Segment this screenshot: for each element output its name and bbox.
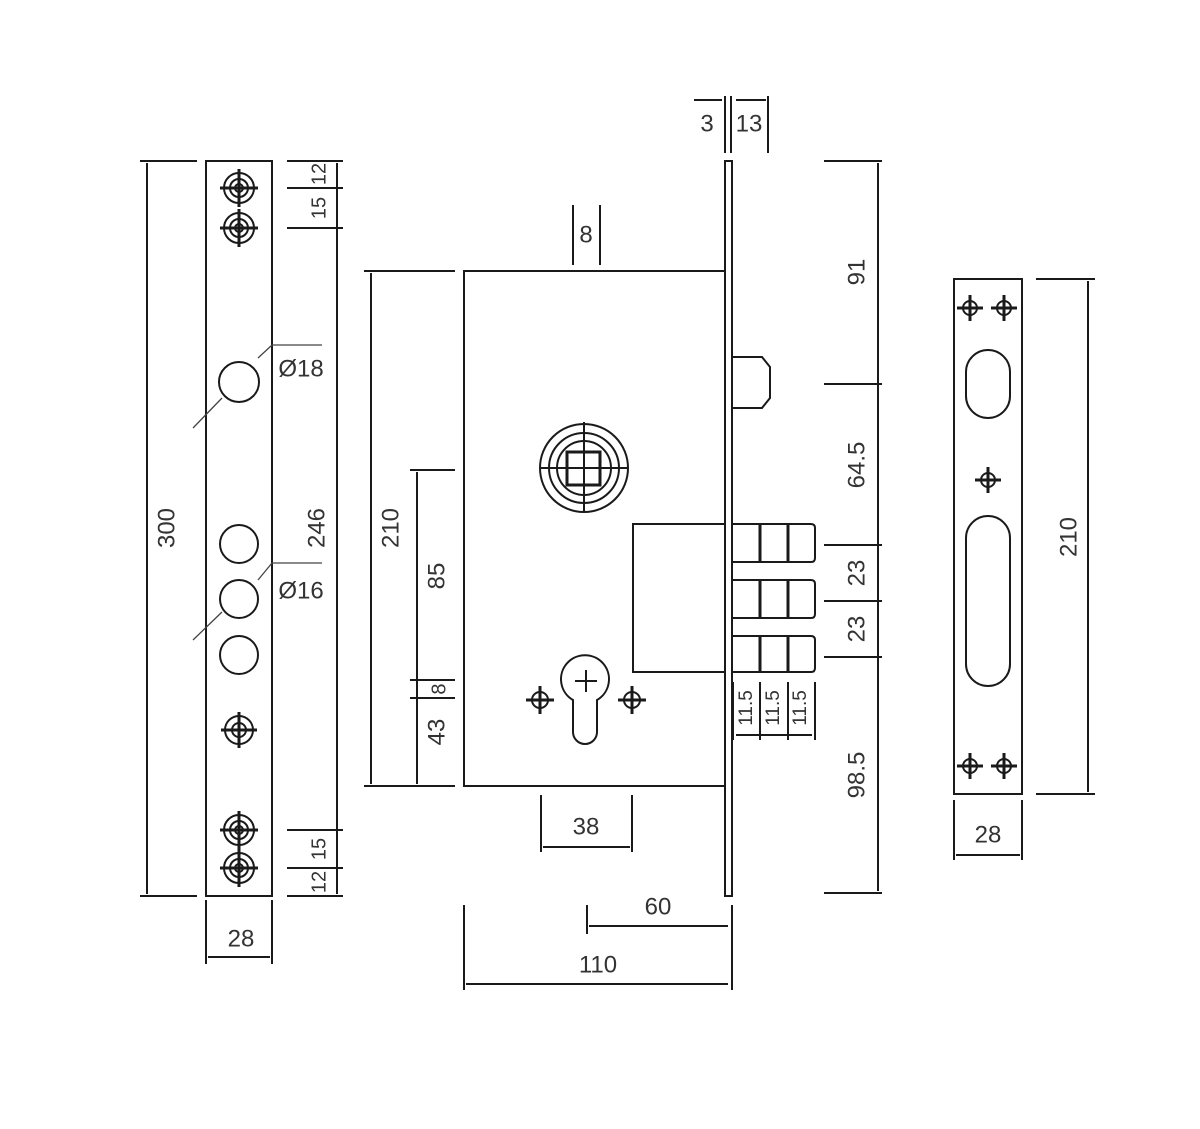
deadbolts bbox=[733, 523, 816, 673]
cylinder-center-mark bbox=[575, 670, 597, 692]
dim-latch-position: 91 bbox=[843, 259, 870, 286]
dim-bolts-to-bottom: 98.5 bbox=[843, 752, 870, 799]
dim-overall-height: 300 bbox=[153, 508, 180, 548]
left-mounting-strip: Ø18 Ø16 300 12 15 246 15 12 28 bbox=[140, 160, 343, 964]
screw-hole-icon bbox=[991, 295, 1017, 321]
spindle-hub bbox=[539, 422, 629, 513]
strip-outline bbox=[205, 160, 273, 897]
screw-hole-icon bbox=[975, 467, 1001, 493]
screw-hole-icon bbox=[526, 686, 554, 714]
dim-line-backset bbox=[463, 905, 733, 990]
dim-bolt-throw-3: 11.5 bbox=[790, 690, 811, 726]
screw-hole-icon bbox=[220, 849, 258, 887]
dim-body-width: 110 bbox=[579, 951, 617, 978]
screw-hole-icon bbox=[220, 209, 258, 247]
dim-bolt-spacing-1: 23 bbox=[843, 560, 870, 587]
screw-hole-icon bbox=[957, 753, 983, 779]
dim-backset: 60 bbox=[645, 893, 672, 920]
screw-hole-icon bbox=[221, 712, 257, 748]
screw-hole-icon bbox=[991, 753, 1017, 779]
dim-line-bolt-throw bbox=[732, 682, 816, 740]
deadbolt bbox=[733, 579, 816, 619]
hole-18mm bbox=[218, 361, 260, 403]
dim-latch-projection: 13 bbox=[736, 110, 763, 137]
dim-latch-to-bolts: 64.5 bbox=[843, 442, 870, 489]
latch-bolt bbox=[733, 356, 771, 409]
screw-hole-icon bbox=[220, 169, 258, 207]
dim-cylinder-offset: 8 bbox=[428, 683, 450, 694]
dim-bottom-spacing: 15 bbox=[308, 838, 330, 860]
faceplate bbox=[724, 160, 733, 897]
dim-faceplate-thickness: 3 bbox=[700, 110, 713, 137]
hole-16mm bbox=[219, 524, 259, 564]
dim-line-spindle bbox=[572, 205, 601, 265]
dim-bolt-throw-1: 11.5 bbox=[736, 690, 757, 726]
strike-outline bbox=[953, 278, 1023, 795]
dim-hole-16: Ø16 bbox=[278, 577, 323, 604]
dim-line-210 bbox=[364, 270, 455, 787]
dim-screw-spacing: 38 bbox=[573, 813, 600, 840]
cylinder-keyhole bbox=[560, 654, 610, 745]
dim-line-300 bbox=[140, 160, 197, 897]
dim-line-right bbox=[824, 160, 882, 894]
lock-case bbox=[463, 270, 726, 787]
dim-spindle-square: 8 bbox=[579, 221, 592, 248]
dim-bolt-throw-2: 11.5 bbox=[763, 690, 784, 726]
strike-plate: 210 28 bbox=[953, 278, 1095, 860]
deadbolt bbox=[733, 635, 816, 673]
dim-strike-height: 210 bbox=[1055, 517, 1082, 557]
hole-16mm bbox=[219, 635, 259, 675]
dim-strip-width: 28 bbox=[228, 925, 255, 952]
dim-line-strike-210 bbox=[1036, 278, 1095, 795]
dim-bottom-offset: 12 bbox=[308, 871, 330, 893]
bolt-slot bbox=[965, 515, 1011, 687]
leader-18 bbox=[192, 344, 322, 429]
screw-hole-icon bbox=[618, 686, 646, 714]
dim-spindle-to-cylinder: 85 bbox=[423, 563, 450, 590]
dim-line-faceplate bbox=[694, 96, 769, 153]
dim-line-strike-28 bbox=[953, 800, 1023, 860]
dim-body-height: 210 bbox=[377, 508, 404, 548]
lock-body: 8 3 13 210 85 8 43 38 60 110 91 64.5 23 … bbox=[364, 96, 882, 990]
dim-top-spacing: 15 bbox=[308, 197, 330, 219]
screw-hole-icon bbox=[220, 811, 258, 849]
bolt-housing bbox=[632, 523, 726, 673]
leader-16 bbox=[192, 562, 322, 641]
dim-cylinder-to-bottom: 43 bbox=[423, 719, 450, 746]
dim-line-28 bbox=[205, 900, 273, 964]
dim-line-246 bbox=[287, 160, 343, 897]
screw-hole-icon bbox=[957, 295, 983, 321]
dim-line-85 bbox=[410, 469, 455, 784]
deadbolt bbox=[733, 523, 816, 563]
dim-hole-span: 246 bbox=[303, 508, 330, 548]
dim-line-38 bbox=[540, 795, 633, 852]
dim-bolt-spacing-2: 23 bbox=[843, 616, 870, 643]
dim-top-offset: 12 bbox=[308, 163, 330, 185]
dim-hole-18: Ø18 bbox=[278, 355, 323, 382]
dim-strike-width: 28 bbox=[975, 821, 1002, 848]
hole-16mm bbox=[219, 579, 259, 619]
latch-slot bbox=[965, 349, 1011, 419]
